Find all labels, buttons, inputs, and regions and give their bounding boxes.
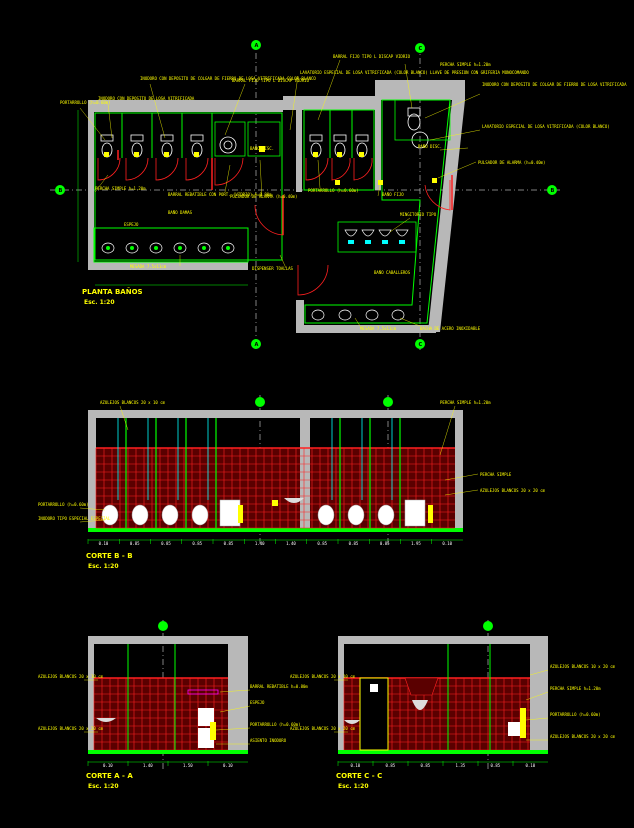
note-pulsador-alarma-2: PULSADOR DE ALARMA (h=0.40m) [230, 194, 297, 199]
dimension-label: 0.10 [442, 541, 452, 546]
svg-text:B: B [59, 188, 63, 194]
dimension-label: 1.40 [286, 541, 296, 546]
section-bb-title: CORTE B - B [86, 552, 133, 560]
note-inodoro-colgar: INODORO CON DEPOSITO DE COLGAR DE FIERRO… [140, 76, 316, 81]
svg-text:C: C [419, 342, 423, 348]
dimension-label: 0.85 [130, 541, 140, 546]
cc-note-percha: PERCHA SIMPLE h=1.20m [550, 686, 601, 691]
dimension-label: 1.40 [255, 541, 265, 546]
dimension-label: 0.85 [224, 541, 234, 546]
dimension-label: 0.10 [526, 763, 536, 768]
note-bano-fijo: BAÑO FIJO [382, 192, 404, 197]
room-bano-caballeros: BAÑO CABALLEROS [374, 270, 411, 275]
cc-note-azulejos-bottom: AZULEJOS BLANCOS 20 x 20 cm [550, 734, 616, 739]
section-marker-b-left: B [55, 185, 65, 195]
note-barral-fijo-2: BARRAL FIJO TIPO L DISCAP VIDRIO [333, 54, 411, 59]
bb-note-percha: PERCHA SIMPLE h=1.20m [440, 400, 491, 405]
svg-text:A: A [255, 43, 259, 49]
section-aa-title: CORTE A - A [86, 772, 133, 780]
note-bacha: BACHA DE ACERO INOXIDABLE [420, 326, 481, 331]
dimension-label: 0.85 [491, 763, 501, 768]
note-lavatorio-2: LAVATORIO ESPECIAL DE LOSA VITRIFICADA (… [482, 124, 610, 129]
dimension-label: 0.85 [421, 763, 431, 768]
aa-note-asiento: ASIENTO INODORO [250, 738, 287, 743]
note-barral-fijo: BARRAL FIJO TIPO L DISCAP VIDRIO [232, 78, 310, 83]
note-inodoro-colgar-2: INODORO CON DEPOSITO DE COLGAR DE FIERRO… [482, 82, 627, 87]
section-cc: 0.10 0.85 0.85 1.35 0.85 0.10 AZULEJOS BLANCO… [290, 620, 616, 790]
section-marker-a-bottom: A [251, 339, 261, 349]
cc-note-azulejos-10: AZULEJOS BLANCOS 20 x 10 cm [290, 674, 356, 679]
section-bb-scale: Esc. 1:20 [88, 563, 119, 570]
dimension-label: 0.85 [317, 541, 327, 546]
section-aa-scale: Esc. 1:20 [88, 783, 119, 790]
section-marker-c-bottom: C [415, 339, 425, 349]
note-portarrollo-2: PORTARROLLO (h=0.60m) [308, 188, 359, 193]
note-mesada: MESADA 7.5x11cm [130, 264, 167, 269]
note-lavatorio: LAVATORIO ESPECIAL DE LOSA VITRIFICADA (… [300, 70, 529, 75]
bb-note-azulejos-top: AZULEJOS BLANCOS 20 x 10 cm [100, 400, 166, 405]
section-cc-scale: Esc. 1:20 [338, 783, 369, 790]
aa-note-azulejos-10: AZULEJOS BLANCOS 20 x 10 cm [38, 674, 104, 679]
floor-plan: A A B B C C [50, 40, 627, 350]
room-bano-disc-right: BAÑO DISC. [418, 144, 442, 149]
note-portarrollo: PORTARROLLO (h=0.60m) [60, 100, 111, 105]
bb-note-inodoro: INODORO TIPO ESPECIAL ESPECIAL [38, 516, 111, 521]
cc-note-portarrollo: PORTARROLLO (h=0.60m) [550, 712, 601, 717]
room-bano-disc: BAÑO DISC. [250, 146, 274, 151]
bb-note-percha-2: PERCHA SIMPLE [480, 472, 512, 477]
svg-text:C: C [419, 46, 423, 52]
dimension-label: 0.85 [349, 541, 359, 546]
aa-note-azulejos-20: AZULEJOS BLANCOS 20 x 20 cm [38, 726, 104, 731]
section-marker-b-right: B [547, 185, 557, 195]
aa-note-barral: BARRAL REBATIBLE h=0.80m [250, 684, 308, 689]
section-marker-a-top: A [251, 40, 261, 50]
bb-note-portarrollo: PORTARROLLO (h=0.60m) [38, 502, 89, 507]
plan-title: PLANTA BAÑOS [82, 287, 143, 296]
dimension-label: 0.85 [380, 541, 390, 546]
section-cc-title: CORTE C - C [336, 772, 382, 780]
room-bano-damas: BAÑO DAMAS [168, 210, 193, 215]
note-percha: PERCHA SIMPLE h=1.20m [440, 62, 491, 67]
section-bb: 0.10 0.85 0.85 0.85 0.85 1.40 1.40 0.85 0.85 0.85… [38, 395, 546, 570]
dimension-label: 0.85 [386, 763, 396, 768]
note-percha-2: PERCHA SIMPLE h=1.20m [95, 186, 146, 191]
dimension-label: 0.85 [161, 541, 171, 546]
dimension-label: 0.10 [223, 763, 233, 768]
dimension-label: 0.10 [351, 763, 361, 768]
dimension-label: 1.35 [456, 763, 466, 768]
cc-note-azulejos-right: AZULEJOS BLANCOS 10 x 20 cm [550, 664, 616, 669]
dimension-label: 0.85 [192, 541, 202, 546]
note-pulsador-alarma: PULSADOR DE ALARMA (h=0.40m) [478, 160, 545, 165]
note-mingitorio: MINGITORIO TIPO [400, 212, 437, 217]
bb-note-azulejos: AZULEJOS BLANCOS 20 x 20 cm [480, 488, 546, 493]
aa-note-espejo: ESPEJO [250, 700, 265, 705]
dimension-label: 0.10 [103, 763, 113, 768]
aa-note-portarrollo: PORTARROLLO (h=0.60m) [250, 722, 301, 727]
note-dispenser: DISPENSER TOALLAS [252, 266, 294, 271]
dimension-label: 0.10 [99, 541, 109, 546]
dimension-label: 1.40 [143, 763, 153, 768]
dimension-label: 1.95 [411, 541, 421, 546]
note-espejo: ESPEJO [124, 222, 139, 227]
section-marker-c-top: C [415, 43, 425, 53]
section-aa: 0.10 1.40 1.50 0.10 AZULEJOS BLANCOS 20 x 1… [38, 620, 308, 790]
svg-text:B: B [551, 188, 555, 194]
cc-note-azulejos-20: AZULEJOS BLANCOS 20 x 20 cm [290, 726, 356, 731]
note-mesada-2: MESADA 7.5x11cm [360, 326, 397, 331]
note-barral-rebatible: BARRAL REBATIBLE CON PORT. (VIDRIO) h=0.… [168, 192, 272, 197]
note-inodoro: INODORO CON DEPOSITO DE LOSA VITRIFICADA [98, 96, 195, 101]
dimension-label: 1.50 [183, 763, 193, 768]
plan-notes: PORTARROLLO (h=0.60m) INODORO CON DEPOSI… [60, 54, 627, 331]
plan-scale: Esc. 1:20 [84, 299, 115, 306]
svg-text:A: A [255, 342, 259, 348]
